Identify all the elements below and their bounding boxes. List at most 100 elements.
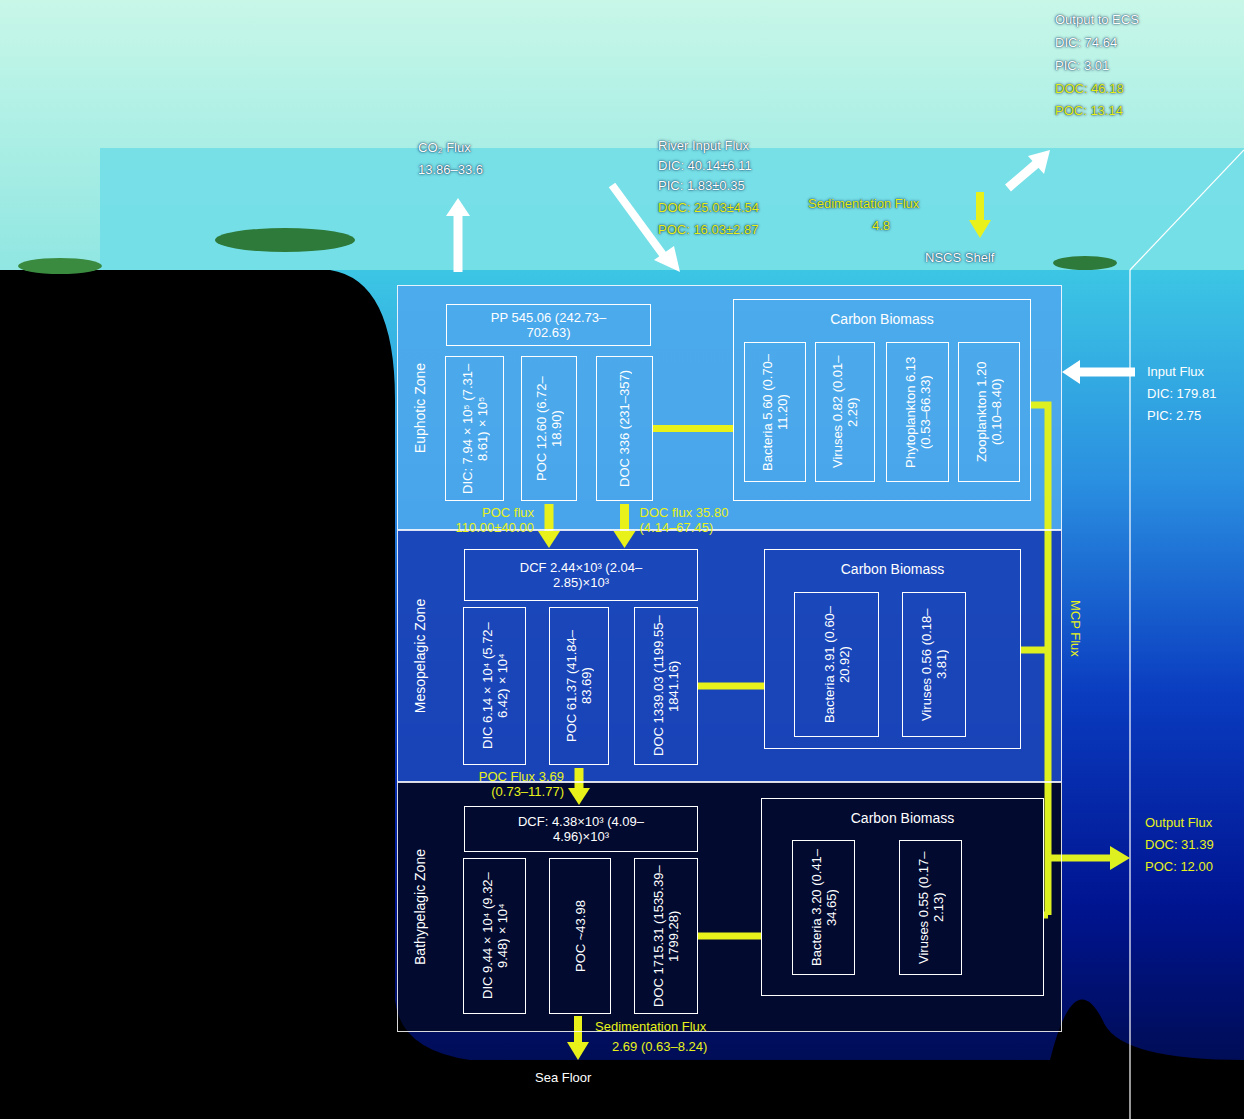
pool-box: PP 545.06 (242.73–702.63) [446,304,651,346]
pool-box: Viruses 0.56 (0.18–3.81) [902,592,966,737]
pool-box: Phytoplankton 6.13 (0.53–66.33) [886,342,949,482]
flux-label: DIC: 74.64 [1055,35,1117,50]
pool-value: PP 545.06 (242.73–702.63) [482,310,616,340]
zone-name: Bathypelagic Zone [412,849,428,965]
arrow-head [614,531,636,548]
pool-value: Bacteria 3.20 (0.41–34.65) [809,846,839,969]
sky [0,0,1244,275]
bathypelagic-fill [397,782,1062,1032]
pool-box: Bacteria 5.60 (0.70–11.20) [744,342,806,482]
pool-value: Bacteria 3.91 (0.60–20.92) [822,598,852,731]
flux-connector [568,768,590,805]
connector-line [698,683,764,690]
flux-label: DIC: 179.81 [1147,386,1216,401]
pool-value: DCF 2.44×10³ (2.04–2.85)×10³ [514,560,648,590]
pool-value: Zooplankton 1.20 (0.10–8.40) [974,348,1004,476]
mcp-flux-line [1020,405,1130,915]
pool-box: DIC 9.44×10⁴ (9.32–9.48)×10⁴ [463,858,526,1014]
pool-box: DOC 336 (231–357) [596,356,653,501]
pool-box: Zooplankton 1.20 (0.10–8.40) [958,342,1020,482]
pool-value: DOC 1715.31 (1535.39–1799.28) [651,864,681,1008]
water-column [0,270,1244,1119]
pool-value: Viruses 0.82 (0.01–2.29) [830,348,860,476]
panel-title: Carbon Biomass [762,811,1043,826]
flux-label: DOC: 46.18 [1055,81,1124,96]
island [18,258,102,274]
flux-label: PIC: 1.83±0.35 [658,178,745,193]
sea-surface [100,148,1244,275]
pool-box: DIC: 7.94×10⁵ (7.31–8.61)×10⁵ [445,356,504,501]
mesopelagic-fill [397,530,1062,782]
depth-zone-band: Bathypelagic Zone DCF: 4.38×10³ (4.09–4.9… [397,782,1062,1032]
flux-label: Sedimentation Flux [808,196,919,211]
biomass-panel: Carbon BiomassBacteria 5.60 (0.70–11.20)… [733,299,1031,501]
pool-box: DIC 6.14×10⁴ (5.72–6.42)×10⁴ [463,607,526,765]
flux-label: 4.8 [872,218,890,233]
flux-connector [698,686,764,687]
euphotic-fill [397,285,1062,530]
pool-value: POC 61.37 (41.84–83.69) [564,613,594,759]
flux-connector [614,504,636,548]
pool-box: Viruses 0.82 (0.01–2.29) [815,342,875,482]
island [1053,256,1117,270]
flux-label: Output Flux [1145,815,1212,830]
depth-zone-band: Euphotic Zone PP 545.06 (242.73–702.63) DI… [397,285,1062,530]
pool-value: POC 12.60 (6.72–18.90) [534,362,564,495]
flux-label: Output to ECS [1055,12,1139,27]
flux-label: Sedimentation Flux [595,1019,706,1034]
depth-zone-band: Mesopelagic ZoneDCF 2.44×10³ (2.04–2.85)… [397,530,1062,782]
pool-value: DCF: 4.38×10³ (4.09–4.96)×10³ [514,814,648,844]
pool-value: Viruses 0.55 (0.17–2.13) [916,846,946,969]
pool-value: DIC 9.44×10⁴ (9.32–9.48)×10⁴ [480,864,510,1008]
shelf-sedimentation-arrow [969,192,991,238]
pool-box: DOC 1339.03 (1199.55–1841.16) [634,607,698,765]
sea-floor-arrow [567,1016,589,1060]
island [215,228,355,252]
connector-line [620,504,629,533]
flux-label: CO₂ Flux [418,140,471,155]
flux-value: DOC flux 35.80 (4.14–67.45) [640,505,762,535]
co2-arrow [446,198,470,272]
flux-label: MCP Flux [1068,600,1083,657]
flux-label: PIC: 3.01 [1055,58,1109,73]
flux-label: DIC: 40.14±6.11 [658,158,752,173]
panel-title: Carbon Biomass [765,562,1020,577]
shelf-line [1130,150,1244,270]
land-mass [0,270,1244,1119]
connector-line [653,425,733,432]
pool-box: Bacteria 3.20 (0.41–34.65) [792,840,855,975]
pool-box: Bacteria 3.91 (0.60–20.92) [794,592,879,737]
pool-value: DOC 336 (231–357) [617,362,632,495]
pool-box: POC 12.60 (6.72–18.90) [521,356,577,501]
connector-line [698,933,761,940]
pool-value: DOC 1339.03 (1199.55–1841.16) [651,613,681,759]
pool-box: DOC 1715.31 (1535.39–1799.28) [634,858,698,1014]
pool-box: POC 61.37 (41.84–83.69) [549,607,609,765]
connector-line [575,768,584,790]
flux-label: PIC: 2.75 [1147,408,1201,423]
pool-value: Bacteria 5.60 (0.70–11.20) [760,348,790,476]
flux-connector [698,936,761,937]
flux-label: POC: 16.03±2.87 [658,222,758,237]
flux-label: POC: 13.14 [1055,103,1123,118]
pool-value: Viruses 0.56 (0.18–3.81) [919,598,949,731]
zone-name: Euphotic Zone [412,362,428,452]
pool-box: Viruses 0.55 (0.17–2.13) [899,840,962,975]
panel-title: Carbon Biomass [734,312,1030,327]
flux-connector [653,428,733,429]
biomass-panel: Carbon BiomassBacteria 3.91 (0.60–20.92)… [764,549,1021,749]
flux-label: NSCS Shelf [925,250,994,265]
shelf-line [1129,270,1130,1119]
pool-box: DCF 2.44×10³ (2.04–2.85)×10³ [464,549,698,601]
pool-value: DIC: 7.94×10⁵ (7.31–8.61)×10⁵ [460,362,490,495]
input-arrow [1062,360,1135,384]
flux-connector [538,504,560,548]
flux-label: POC: 12.00 [1145,859,1213,874]
flux-label: River Input Flux [658,138,749,153]
arrow-head [538,531,560,548]
flux-label: DOC: 31.39 [1145,837,1214,852]
flux-label: 2.69 (0.63–8.24) [612,1039,707,1054]
